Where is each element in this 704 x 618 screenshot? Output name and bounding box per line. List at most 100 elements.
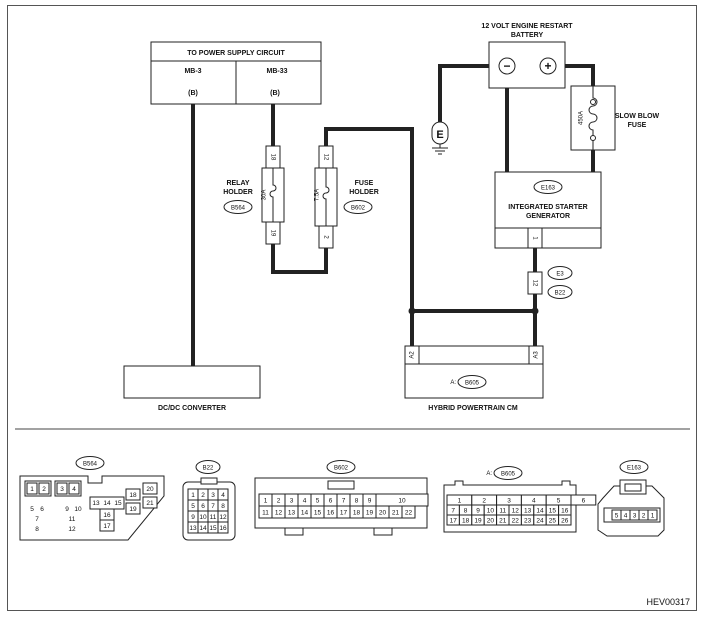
slow-blow-fuse-symbol xyxy=(588,86,598,150)
b564-pin: 18 xyxy=(129,492,137,499)
b602-pin: 21 xyxy=(392,509,400,516)
fuse-rating: 7.5A xyxy=(315,189,321,201)
b564-pin: 17 xyxy=(103,523,111,530)
b564-pin: 13 xyxy=(92,500,100,507)
b602-pin: 20 xyxy=(379,509,387,516)
slow-blow-fuse: 450A SLOW BLOW FUSE xyxy=(570,85,660,151)
b602-pin: 11 xyxy=(262,509,269,516)
b22-pin: 15 xyxy=(209,525,217,532)
b605-pin: 14 xyxy=(536,507,544,514)
battery-negative-icon: − xyxy=(503,59,510,73)
b605-pin: 15 xyxy=(549,507,557,514)
b605-pin-cell xyxy=(558,514,572,526)
b22-pin-cell xyxy=(217,521,229,534)
b602-pin: 2 xyxy=(277,497,281,504)
splice-right xyxy=(531,307,539,315)
cm-pin-a3: A3 xyxy=(534,351,540,359)
b605-pin: 4 xyxy=(532,497,536,504)
b22-pin: 4 xyxy=(221,492,225,499)
b602-pin: 13 xyxy=(288,509,296,516)
b22-pin: 2 xyxy=(201,492,205,499)
b602-pin: 19 xyxy=(366,509,374,516)
e163-pin: 3 xyxy=(633,512,637,519)
fuse-pin-top: 12 xyxy=(322,154,328,161)
b602-pin: 6 xyxy=(329,497,333,504)
relay-holder: 18 30A 19 RELAY HOLDER B564 xyxy=(223,145,285,245)
relay-label-2: HOLDER xyxy=(223,189,253,196)
b605-pin: 10 xyxy=(487,507,495,514)
fuse-symbol xyxy=(322,168,330,226)
b564-label: B564 xyxy=(83,462,98,468)
e163-label: E163 xyxy=(627,466,642,472)
power-supply-title: TO POWER SUPPLY CIRCUIT xyxy=(187,50,285,57)
b605-pin: 26 xyxy=(561,517,569,524)
b564-pins: 1 2 3 4 5 6 7 8 9 10 11 12 13 14 15 16 1… xyxy=(26,482,158,533)
b22-pin: 11 xyxy=(210,514,217,521)
b22-pin: 5 xyxy=(191,503,195,510)
b22-pin: 14 xyxy=(199,525,207,532)
b602-pin: 8 xyxy=(355,497,359,504)
b564-pin: 14 xyxy=(103,500,111,507)
cm-connector: B605 xyxy=(465,381,480,387)
joint-label-b22: B22 xyxy=(555,291,566,297)
wire-battery-neg-to-ground xyxy=(438,64,500,124)
b605-pin: 2 xyxy=(482,497,486,504)
ground-icon: E xyxy=(431,121,449,155)
b564-pin: 16 xyxy=(103,512,111,519)
battery: 12 VOLT ENGINE RESTART BATTERY − + xyxy=(481,23,573,89)
battery-positive-icon: + xyxy=(544,59,551,73)
b605-pin: 9 xyxy=(476,507,480,514)
b605-pin: 23 xyxy=(524,517,532,524)
b602-pin: 22 xyxy=(405,509,413,516)
b605-pin: 20 xyxy=(487,517,495,524)
b605-prefix: A: xyxy=(486,471,492,477)
b602-pin: 7 xyxy=(342,497,346,504)
b602-pin: 16 xyxy=(327,509,335,516)
fuse-connector: B602 xyxy=(351,206,366,212)
b22-pin: 6 xyxy=(201,503,205,510)
b22-pin: 1 xyxy=(191,492,195,499)
b605-pin: 22 xyxy=(512,517,520,524)
cm-prefix: A: xyxy=(450,380,456,386)
diagram-id: HEV00317 xyxy=(646,597,690,607)
b564-pin: 6 xyxy=(40,506,44,513)
b605-pin: 16 xyxy=(561,507,569,514)
b605-pin: 24 xyxy=(536,517,544,524)
b602-pin: 18 xyxy=(353,509,361,516)
e163-pin: 2 xyxy=(642,512,646,519)
b602-pin: 5 xyxy=(316,497,320,504)
diagram-frame xyxy=(7,5,697,611)
b564-pin: 2 xyxy=(42,486,46,493)
generator-connector: E163 xyxy=(541,186,556,192)
b602-pin: 17 xyxy=(340,509,348,516)
b564-pin: 1 xyxy=(30,486,34,493)
slow-blow-label-1: SLOW BLOW xyxy=(615,113,660,120)
b564-pin: 9 xyxy=(65,506,69,513)
relay-pin-bottom: 19 xyxy=(269,230,275,237)
b564-pin: 21 xyxy=(146,500,154,507)
b22-pin: 10 xyxy=(199,514,207,521)
generator-title-2: GENERATOR xyxy=(526,213,570,220)
b605-pin: 1 xyxy=(458,497,462,504)
b605-pin: 11 xyxy=(499,507,506,514)
b605-pin: 21 xyxy=(499,517,507,524)
b602-label: B602 xyxy=(334,466,349,472)
b605-pin-cell xyxy=(570,494,597,506)
b22-pin: 16 xyxy=(219,525,227,532)
starter-generator: E163 INTEGRATED STARTER GENERATOR 1 xyxy=(494,171,602,249)
b564-pin: 11 xyxy=(69,516,76,523)
ground-label: E xyxy=(436,129,443,141)
b605-pin: 8 xyxy=(464,507,468,514)
b22-pin: 9 xyxy=(191,514,195,521)
wire-relay-to-fuse xyxy=(271,242,328,274)
fuse-pin-bottom: 2 xyxy=(322,235,328,239)
connector-view-b564: B564 1 2 3 4 5 6 7 8 9 10 11 12 13 14 15… xyxy=(19,456,165,541)
b605-pin: 18 xyxy=(462,517,470,524)
b22-pin: 8 xyxy=(221,503,225,510)
